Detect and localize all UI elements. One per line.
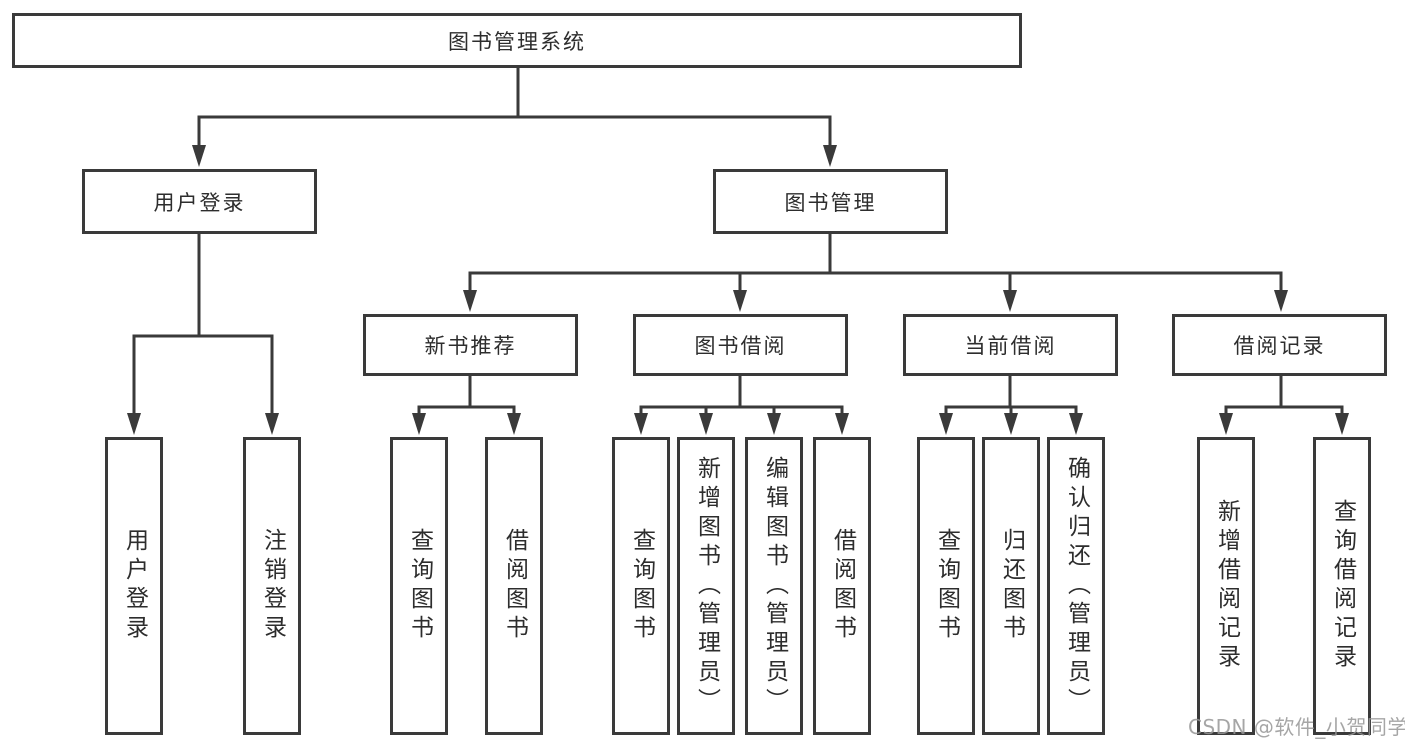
leaf-add-borrow-record: 新增借阅记录 (1197, 437, 1255, 735)
leaf-borrow-books-recommend: 借阅图书 (485, 437, 543, 735)
node-borrow-records: 借阅记录 (1172, 314, 1387, 376)
node-library-management-system: 图书管理系统 (12, 13, 1022, 68)
node-label: 图书管理 (784, 190, 877, 215)
node-label: 查询图书 (933, 528, 960, 644)
node-label: 编辑图书（管理员） (761, 455, 788, 717)
node-label: 用户登录 (153, 190, 246, 215)
node-label: 注销登录 (259, 528, 286, 644)
node-label: 归还图书 (998, 528, 1025, 644)
node-label: 新书推荐 (424, 334, 517, 358)
leaf-logout: 注销登录 (243, 437, 301, 735)
node-label: 查询图书 (628, 528, 655, 644)
node-label: 用户登录 (121, 528, 148, 644)
csdn-watermark: CSDN @软件_小贺同学 (1188, 715, 1405, 739)
leaf-user-login: 用户登录 (105, 437, 163, 735)
node-current-borrow: 当前借阅 (903, 314, 1118, 376)
leaf-edit-book-admin: 编辑图书（管理员） (745, 437, 803, 735)
leaf-add-book-admin: 新增图书（管理员） (677, 437, 735, 735)
leaf-query-books-current: 查询图书 (917, 437, 975, 735)
node-label: 查询图书 (406, 528, 433, 644)
leaf-query-books-borrow: 查询图书 (612, 437, 670, 735)
leaf-borrow-books: 借阅图书 (813, 437, 871, 735)
node-book-management: 图书管理 (713, 169, 948, 234)
node-label: 图书借阅 (694, 334, 787, 358)
node-label: 确认归还（管理员） (1063, 455, 1090, 717)
node-label: 当前借阅 (964, 334, 1057, 358)
node-label: 新增图书（管理员） (693, 455, 720, 717)
node-book-borrow: 图书借阅 (633, 314, 848, 376)
node-label: 借阅图书 (501, 528, 528, 644)
node-user-login: 用户登录 (82, 169, 317, 234)
leaf-return-book: 归还图书 (982, 437, 1040, 735)
node-label: 借阅图书 (829, 528, 856, 644)
node-new-book-recommend: 新书推荐 (363, 314, 578, 376)
node-label: 新增借阅记录 (1213, 499, 1240, 673)
leaf-confirm-return-admin: 确认归还（管理员） (1047, 437, 1105, 735)
arrowheads (127, 145, 1349, 435)
node-label: 图书管理系统 (448, 29, 586, 54)
leaf-query-borrow-record: 查询借阅记录 (1313, 437, 1371, 735)
leaf-query-books-recommend: 查询图书 (390, 437, 448, 735)
node-label: 借阅记录 (1233, 334, 1326, 358)
node-label: 查询借阅记录 (1329, 499, 1356, 673)
